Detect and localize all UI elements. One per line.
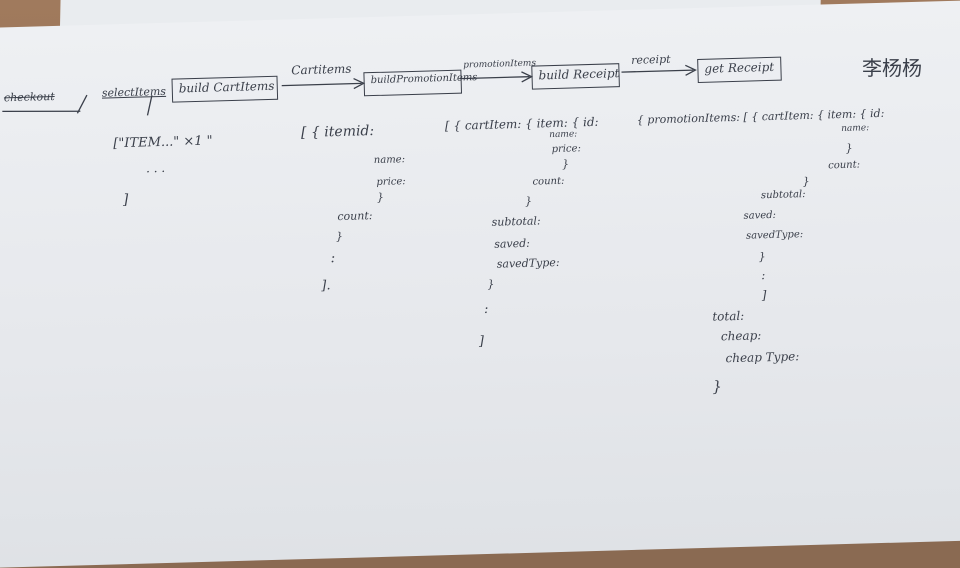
col3-close: ] (478, 334, 485, 350)
col1-close: ] (122, 191, 129, 209)
build-receipt-label: build Receipt (538, 66, 620, 83)
col4-brace2: } (802, 174, 810, 189)
col1-dots: . . . (145, 160, 166, 176)
col3-saved-type: savedType: (496, 255, 560, 271)
checkout-label: checkout (3, 89, 55, 105)
col3-name: name: (549, 129, 578, 141)
promotion-items-arrow-label: promotionItems (463, 58, 537, 71)
signature: 李杨杨 (862, 56, 922, 80)
receipt-arrow-label: receipt (630, 52, 671, 67)
cart-items-arrow-label: Cartitems (291, 61, 352, 78)
get-receipt-box: get Receipt (697, 56, 782, 83)
col4-saved-type: savedType: (745, 229, 804, 242)
col4-brace1: } (845, 141, 853, 155)
build-receipt-box: build Receipt (531, 63, 620, 90)
col3-dots: : (483, 301, 489, 318)
col4-name: name: (841, 123, 870, 134)
select-items-label: selectItems (101, 84, 167, 100)
col4-end: } (712, 377, 723, 396)
col2-close: ]. (321, 278, 331, 294)
col3-subtotal: subtotal: (491, 214, 541, 229)
col4-close: ] (761, 288, 767, 303)
col4-count: count: (828, 159, 861, 172)
col2-price: price: (376, 176, 406, 188)
col3-price: price: (551, 143, 582, 156)
col3-brace1: } (561, 157, 570, 171)
get-receipt-label: get Receipt (704, 59, 775, 76)
col4-cheap: cheap: (720, 328, 762, 344)
col3-saved: saved: (494, 236, 531, 251)
build-cart-items-label: build CartItems (178, 78, 275, 96)
col3-brace3: } (487, 277, 495, 291)
col4-cheap-type: cheap Type: (725, 349, 800, 366)
col2-count: count: (337, 209, 373, 224)
col1-open: ["ITEM..." ×1 " (113, 133, 213, 152)
col4-dots: : (761, 268, 766, 283)
col4-total: total: (712, 308, 745, 324)
col4-brace3: } (758, 250, 766, 264)
col2-dots: : (330, 250, 336, 267)
col4-subtotal: subtotal: (760, 189, 806, 202)
col4-saved: saved: (743, 209, 777, 222)
build-promotion-items-box: buildPromotionItems (363, 69, 478, 97)
col2-brace1: } (376, 190, 385, 204)
col2-open: [ { itemid: (300, 123, 375, 142)
build-promotion-items-label: buildPromotionItems (370, 72, 478, 87)
col2-brace2: } (335, 229, 344, 244)
col3-count: count: (532, 175, 565, 188)
col2-name: name: (373, 154, 406, 167)
col3-brace2: } (524, 194, 533, 208)
build-cart-items-box: build CartItems (171, 75, 279, 103)
